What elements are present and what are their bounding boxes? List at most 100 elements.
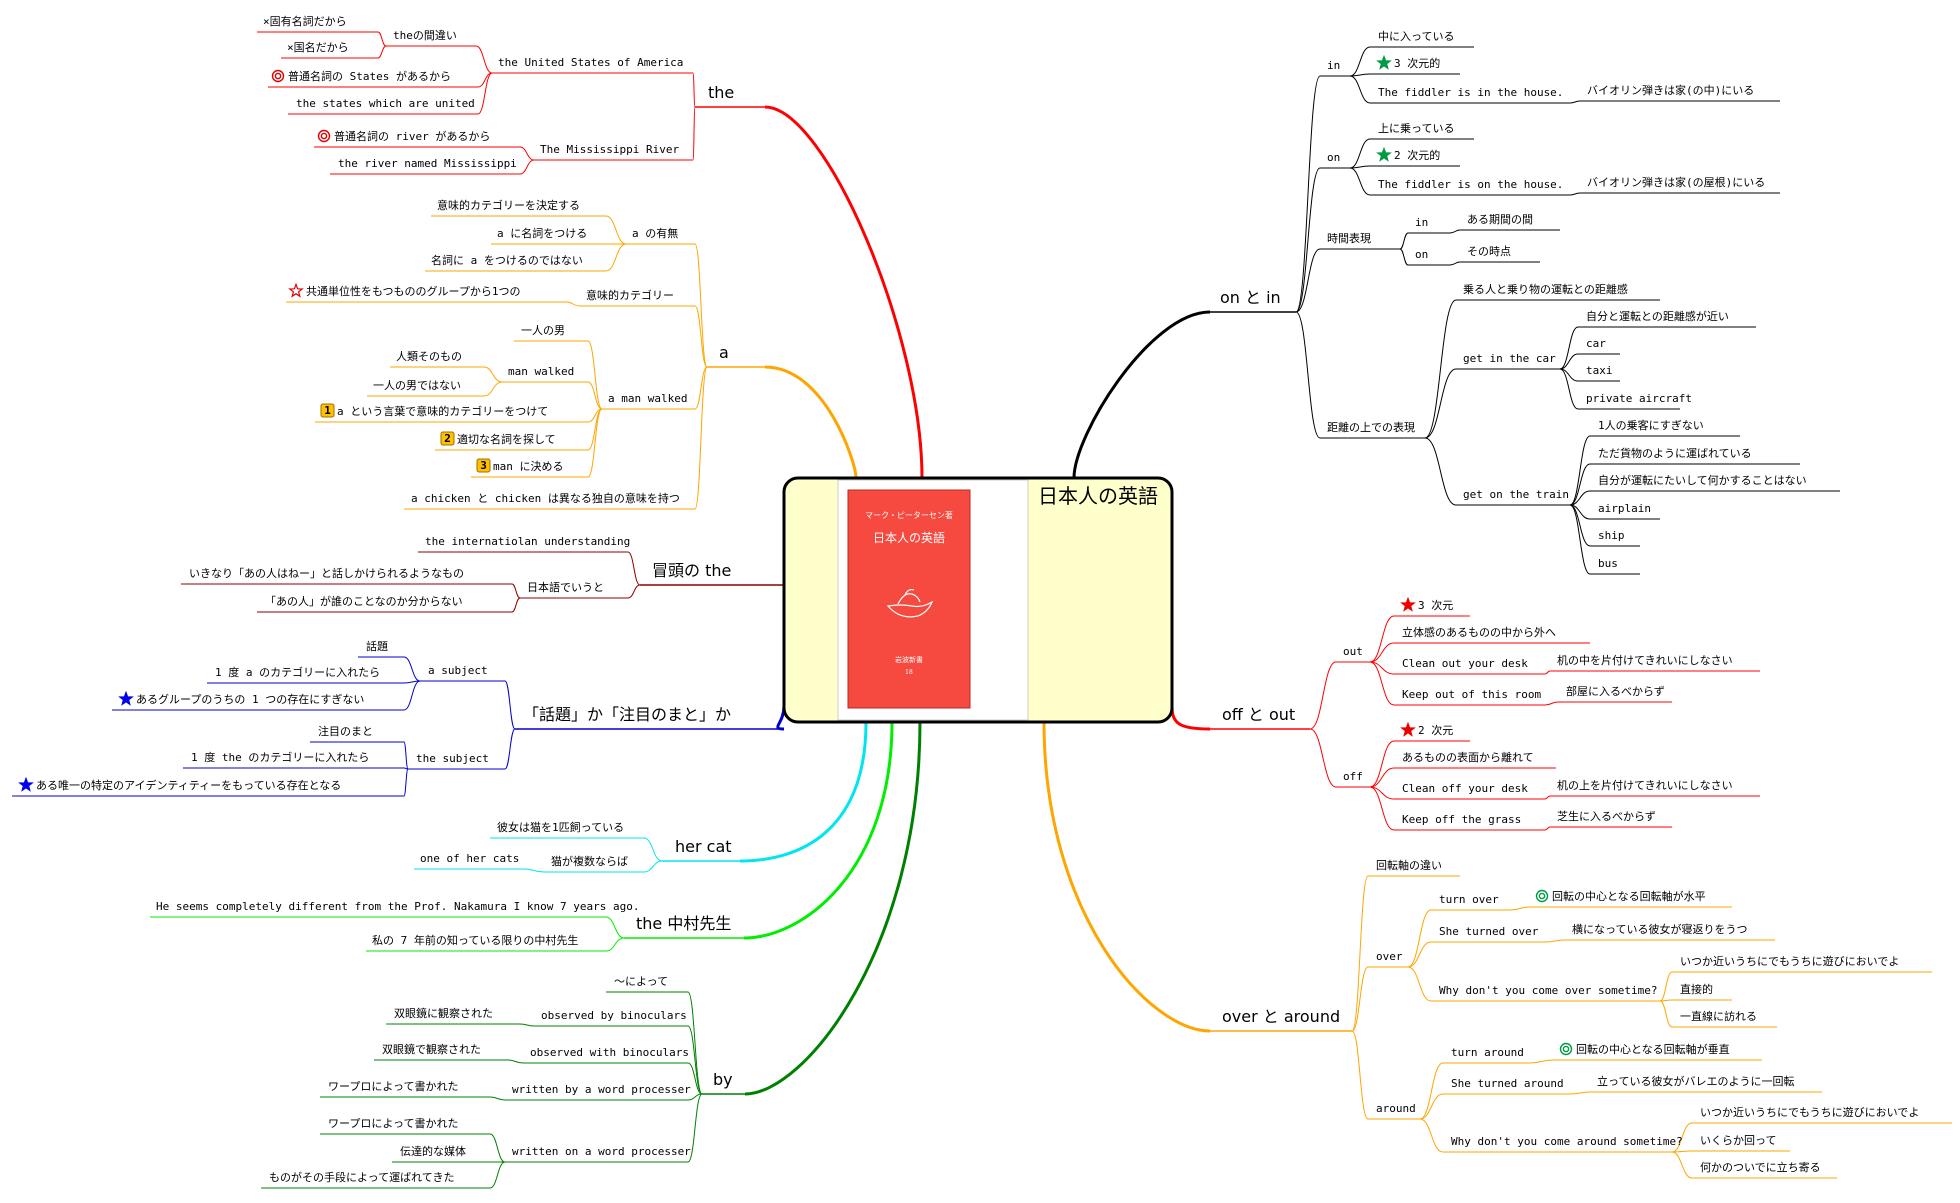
node-branches-offout-out-ex1[interactable]: Clean out your desk xyxy=(1402,657,1528,670)
node-branches-offout-off-desc[interactable]: あるものの表面から離れて xyxy=(1402,750,1534,764)
node-branches-over-over-turn-note[interactable]: 回転の中心となる回転軸が水平 xyxy=(1535,889,1706,903)
node-branches-over-around-come-items-0[interactable]: いつか近いうちにでもうちに遊びにおいでよ xyxy=(1700,1105,1919,1119)
node-branches-subject-the-subject-items-1[interactable]: 1 度 the のカテゴリーに入れたら xyxy=(191,750,369,764)
node-branches-onin-time-in-meaning[interactable]: ある期間の間 xyxy=(1467,213,1533,226)
node-branches-offout-off-ex2[interactable]: Keep off the grass xyxy=(1402,813,1521,826)
node-branches-subject-the-subject-items-2[interactable]: ある唯一の特定のアイデンティティーをもっている存在となる xyxy=(18,776,341,792)
node-branches-offout-off-dim[interactable]: 2 次元 xyxy=(1400,721,1453,737)
node-branches-offout-out-ex2[interactable]: Keep out of this room xyxy=(1402,688,1541,701)
node-branches-over-over-label[interactable]: over xyxy=(1376,950,1403,963)
node-branches-a-walked-man-walked-items-0[interactable]: 人類そのもの xyxy=(396,350,462,363)
node-branches-offout-out-tr2[interactable]: 部屋に入るべからず xyxy=(1566,684,1665,698)
node-branches-a-walked-label[interactable]: a man walked xyxy=(608,392,687,405)
node-branches-a-presence-items-2[interactable]: 名詞に a をつけるのではない xyxy=(431,253,583,267)
node-branches-a-category-label[interactable]: 意味的カテゴリー xyxy=(586,288,674,302)
node-branches-over-over-turned-note[interactable]: 横になっている彼女が寝返りをうつ xyxy=(1572,922,1747,936)
node-branches-intro-japanese-items-1[interactable]: 「あの人」が誰のことなのか分からない xyxy=(265,594,463,608)
node-branches-offout-out-dim[interactable]: 3 次元 xyxy=(1400,596,1453,612)
node-branches-subject-a-subject-label[interactable]: a subject xyxy=(428,664,488,677)
node-branches-the-usa-reason[interactable]: 普通名詞の States があるから xyxy=(271,69,451,83)
node-branches-nakamura-label[interactable]: the 中村先生 xyxy=(636,914,731,933)
node-branches-onin-distance-car-items-0[interactable]: 自分と運転との距離感が近い xyxy=(1586,309,1729,323)
node-branches-the-river-label[interactable]: The Mississippi River xyxy=(540,143,679,156)
node-branches-nakamura-items-1[interactable]: 私の 7 年前の知っている限りの中村先生 xyxy=(372,933,578,947)
node-branches-subject-label[interactable]: 「話題」か「注目のまと」か xyxy=(523,705,731,724)
node-branches-by-yotte[interactable]: ～によって xyxy=(614,975,668,988)
node-branches-offout-off-tr2[interactable]: 芝生に入るべからず xyxy=(1557,809,1656,823)
node-branches-offout-out-desc[interactable]: 立体感のあるものの中から外へ xyxy=(1402,625,1556,639)
node-branches-by-observed-by-item[interactable]: 双眼鏡に観察された xyxy=(394,1006,493,1020)
node-branches-onin-on-example[interactable]: The fiddler is on the house. xyxy=(1378,178,1563,191)
node-branches-a-walked-man-walked-items-1[interactable]: 一人の男ではない xyxy=(373,379,461,392)
node-branches-offout-label[interactable]: off と out xyxy=(1222,705,1295,724)
node-branches-offout-out-tr1[interactable]: 机の中を片付けてきれいにしなさい xyxy=(1557,653,1733,667)
node-branches-hercat-items-1[interactable]: 猫が複数ならば xyxy=(551,854,628,868)
node-branches-onin-distance-train-items-0[interactable]: 1人の乗客にすぎない xyxy=(1598,418,1704,432)
node-branches-onin-in-items-0[interactable]: 中に入っている xyxy=(1378,30,1454,43)
node-branches-a-category-item[interactable]: 共通単位性をもつもののグループから1つの xyxy=(288,282,521,298)
node-branches-subject-the-subject-label[interactable]: the subject xyxy=(416,752,489,765)
node-branches-a-label[interactable]: a xyxy=(719,343,729,362)
node-branches-subject-a-subject-items-1[interactable]: 1 度 a のカテゴリーに入れたら xyxy=(215,665,380,679)
node-branches-a-presence-items-1[interactable]: a に名詞をつける xyxy=(497,226,587,240)
node-branches-onin-distance-car-items-1[interactable]: car xyxy=(1586,337,1606,350)
node-branches-onin-time-in[interactable]: in xyxy=(1415,216,1428,229)
node-branches-by-observed-by-label[interactable]: observed by binoculars xyxy=(541,1009,687,1022)
node-branches-hercat-sub[interactable]: one of her cats xyxy=(420,852,519,865)
node-branches-onin-on-items-0[interactable]: 上に乗っている xyxy=(1378,122,1454,135)
node-branches-by-written-on-items-1[interactable]: 伝達的な媒体 xyxy=(400,1144,466,1158)
node-branches-a-walked-one-man[interactable]: 一人の男 xyxy=(521,324,565,337)
node-branches-nakamura-items-0[interactable]: He seems completely different from the P… xyxy=(156,900,639,913)
node-branches-offout-out-label[interactable]: out xyxy=(1343,645,1363,658)
node-branches-over-around-turn[interactable]: turn around xyxy=(1451,1046,1524,1059)
node-branches-subject-a-subject-items-0[interactable]: 話題 xyxy=(366,639,388,653)
node-branches-over-around-label[interactable]: around xyxy=(1376,1102,1416,1115)
node-branches-hercat-items-0[interactable]: 彼女は猫を1匹飼っている xyxy=(497,820,624,834)
node-branches-the-usa-mistake-label[interactable]: theの間違い xyxy=(393,29,457,42)
node-branches-onin-time-label[interactable]: 時間表現 xyxy=(1327,231,1371,245)
node-branches-the-river-example[interactable]: the river named Mississippi xyxy=(338,157,517,170)
node-branches-onin-time-on-meaning[interactable]: その時点 xyxy=(1467,245,1511,258)
node-branches-the-label[interactable]: the xyxy=(708,83,734,102)
node-branches-onin-distance-note[interactable]: 乗る人と乗り物の運転との距離感 xyxy=(1463,282,1628,296)
node-branches-by-observed-with-item[interactable]: 双眼鏡で観察された xyxy=(382,1042,481,1056)
node-branches-onin-on-translation[interactable]: バイオリン弾きは家(の屋根)にいる xyxy=(1587,175,1765,189)
node-branches-onin-distance-train-label[interactable]: get on the train xyxy=(1463,488,1569,501)
node-branches-a-presence-items-0[interactable]: 意味的カテゴリーを決定する xyxy=(437,198,580,212)
node-branches-the-usa-mistake-items-1[interactable]: ×国名だから xyxy=(287,40,349,54)
node-branches-over-over-turned[interactable]: She turned over xyxy=(1439,925,1539,938)
node-branches-the-usa-mistake-items-0[interactable]: ×固有名詞だから xyxy=(263,14,347,28)
node-branches-onin-distance-train-items-5[interactable]: bus xyxy=(1598,557,1618,570)
node-branches-by-written-on-items-0[interactable]: ワープロによって書かれた xyxy=(328,1116,458,1130)
node-branches-the-river-reason[interactable]: 普通名詞の river があるから xyxy=(317,129,491,143)
node-branches-onin-in-translation[interactable]: バイオリン弾きは家(の中)にいる xyxy=(1587,83,1754,97)
node-branches-over-over-come-items-0[interactable]: いつか近いうちにでもうちに遊びにおいでよ xyxy=(1680,954,1899,968)
node-branches-by-written-by-item[interactable]: ワープロによって書かれた xyxy=(328,1079,458,1093)
node-branches-onin-distance-train-items-2[interactable]: 自分が運転にたいして何かすることはない xyxy=(1598,473,1807,487)
node-branches-onin-in-items-1[interactable]: 3 次元的 xyxy=(1376,54,1440,70)
node-branches-onin-distance-train-items-1[interactable]: ただ貨物のように運ばれている xyxy=(1598,446,1752,460)
node-branches-offout-off-ex1[interactable]: Clean off your desk xyxy=(1402,782,1528,795)
node-branches-subject-a-subject-items-2[interactable]: あるグループのうちの 1 つの存在にすぎない xyxy=(118,690,365,706)
node-branches-onin-distance-car-items-3[interactable]: private aircraft xyxy=(1586,392,1692,405)
node-branches-onin-in-label[interactable]: in xyxy=(1327,59,1340,72)
node-branches-the-usa-example[interactable]: the states which are united xyxy=(296,97,475,110)
node-branches-over-around-come-items-1[interactable]: いくらか回って xyxy=(1700,1134,1776,1147)
node-branches-intro-label[interactable]: 冒頭の the xyxy=(652,561,731,580)
node-branches-intro-understanding[interactable]: the internatiolan understanding xyxy=(425,535,630,548)
node-branches-onin-distance-label[interactable]: 距離の上での表現 xyxy=(1327,420,1415,434)
node-branches-intro-japanese-label[interactable]: 日本語でいうと xyxy=(527,580,604,594)
node-branches-over-over-come[interactable]: Why don't you come over sometime? xyxy=(1439,984,1658,997)
node-branches-by-written-on-label[interactable]: written on a word processer xyxy=(512,1145,691,1158)
node-branches-onin-distance-train-items-3[interactable]: airplain xyxy=(1598,502,1651,515)
node-branches-onin-time-on[interactable]: on xyxy=(1415,248,1428,261)
node-branches-over-over-turn[interactable]: turn over xyxy=(1439,893,1499,906)
node-branches-over-over-come-items-2[interactable]: 一直線に訪れる xyxy=(1680,1009,1757,1023)
node-branches-over-around-turned[interactable]: She turned around xyxy=(1451,1077,1564,1090)
node-branches-intro-japanese-items-0[interactable]: いきなり「あの人はねー」と話しかけられるようなもの xyxy=(189,566,464,580)
node-branches-offout-off-tr1[interactable]: 机の上を片付けてきれいにしなさい xyxy=(1557,778,1733,792)
node-branches-onin-distance-car-items-2[interactable]: taxi xyxy=(1586,364,1613,377)
